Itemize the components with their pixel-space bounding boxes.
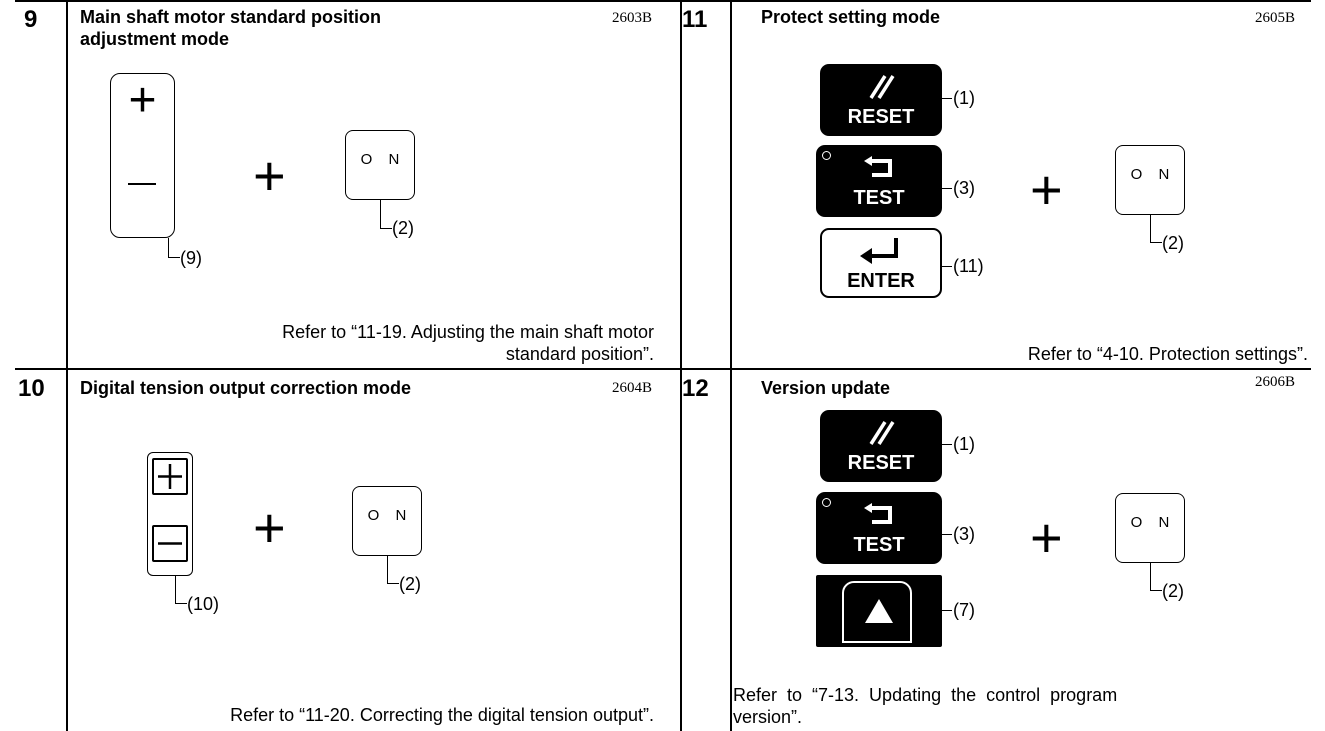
callout-line: [942, 98, 952, 99]
enter-key: ENTER: [820, 228, 942, 298]
divider: [66, 0, 68, 731]
mode-number: 12: [682, 375, 709, 402]
reference-text: Refer to “11-19. Adjusting the main shaf…: [282, 322, 654, 342]
reset-slash-icon: [869, 75, 895, 99]
mode-number: 10: [18, 375, 45, 402]
reset-key: RESET: [820, 64, 942, 136]
mode-code: 2605B: [1255, 10, 1296, 26]
reference-text: Refer to “4-10. Protection settings”.: [1027, 344, 1308, 364]
divider: [15, 0, 1311, 2]
plus-icon: +: [128, 74, 157, 127]
test-return-icon: [864, 156, 892, 177]
callout-line: [942, 188, 952, 189]
mode-title: Main shaft motor standard position: [80, 7, 382, 27]
on-switch: O N: [345, 130, 415, 200]
minus-icon: [152, 525, 188, 562]
callout-label: (2): [1162, 233, 1184, 253]
callout-label: (2): [392, 218, 414, 238]
reset-slash-icon: [869, 421, 895, 445]
divider: [15, 368, 1311, 370]
on-switch-label: O N: [1130, 514, 1176, 531]
reset-key: RESET: [820, 410, 942, 482]
callout-line: [942, 610, 952, 611]
callout-label: (2): [399, 574, 421, 594]
callout-line: [168, 238, 180, 258]
up-key-frame: [842, 581, 912, 643]
reference-text: standard position”.: [505, 344, 654, 364]
mode-number: 9: [24, 6, 38, 33]
mode-title: adjustment mode: [80, 29, 230, 49]
callout-label: (2): [1162, 581, 1184, 601]
callout-line: [942, 444, 952, 445]
reference-text: Refer to “7-13. Updating the control pro…: [733, 685, 1118, 705]
callout-label: (10): [187, 594, 220, 614]
on-switch-label: O N: [1130, 166, 1176, 183]
mode-title: Digital tension output correction mode: [80, 378, 412, 398]
test-key-label: TEST: [853, 534, 905, 556]
reference-text: Refer to “11-20. Correcting the digital …: [230, 705, 654, 725]
callout-label: (3): [953, 178, 975, 198]
mode-code: 2603B: [612, 10, 653, 26]
enter-arrow-icon: [860, 238, 898, 264]
on-switch: O N: [1115, 493, 1185, 563]
callout-line: [175, 576, 187, 604]
test-return-icon: [864, 503, 892, 524]
mode-number: 11: [682, 6, 708, 33]
on-switch-label: O N: [367, 507, 413, 524]
callout-label: (1): [953, 88, 975, 108]
mode-code: 2604B: [612, 380, 653, 396]
test-key-label: TEST: [853, 187, 905, 209]
callout-label: (3): [953, 524, 975, 544]
callout-line: [1150, 215, 1162, 243]
mode-title: Version update: [761, 378, 891, 398]
on-switch: O N: [1115, 145, 1185, 215]
up-key: [816, 575, 942, 647]
plus-icon: [152, 458, 188, 495]
divider: [730, 0, 732, 731]
plus-icon: +: [1030, 158, 1063, 221]
on-switch: O N: [352, 486, 422, 556]
plus-icon: +: [1030, 506, 1063, 569]
callout-label: (9): [180, 248, 202, 268]
test-key: TEST: [816, 492, 942, 564]
plus-icon: +: [253, 496, 286, 559]
plus-minus-rocker: [147, 452, 193, 576]
callout-line: [380, 200, 392, 229]
callout-label: (7): [953, 600, 975, 620]
plus-icon: +: [253, 144, 286, 207]
callout-line: [1150, 563, 1162, 591]
enter-key-label: ENTER: [847, 270, 915, 292]
callout-label: (11): [953, 256, 984, 276]
led-indicator: [822, 498, 831, 507]
led-indicator: [822, 151, 831, 160]
mode-table: [15, 0, 1311, 731]
plus-minus-rocker: +: [110, 73, 175, 238]
callout-line: [942, 534, 952, 535]
callout-label: (1): [953, 434, 975, 454]
reference-text: version”.: [733, 707, 803, 727]
up-triangle-icon: [865, 599, 893, 623]
test-key: TEST: [816, 145, 942, 217]
minus-icon: [128, 183, 156, 185]
divider: [680, 0, 682, 731]
reset-key-label: RESET: [847, 452, 915, 474]
on-switch-label: O N: [360, 151, 406, 168]
mode-title: Protect setting mode: [761, 7, 941, 27]
mode-code: 2606B: [1255, 374, 1296, 390]
callout-line: [942, 266, 952, 267]
callout-line: [387, 556, 399, 584]
reset-key-label: RESET: [847, 106, 915, 128]
